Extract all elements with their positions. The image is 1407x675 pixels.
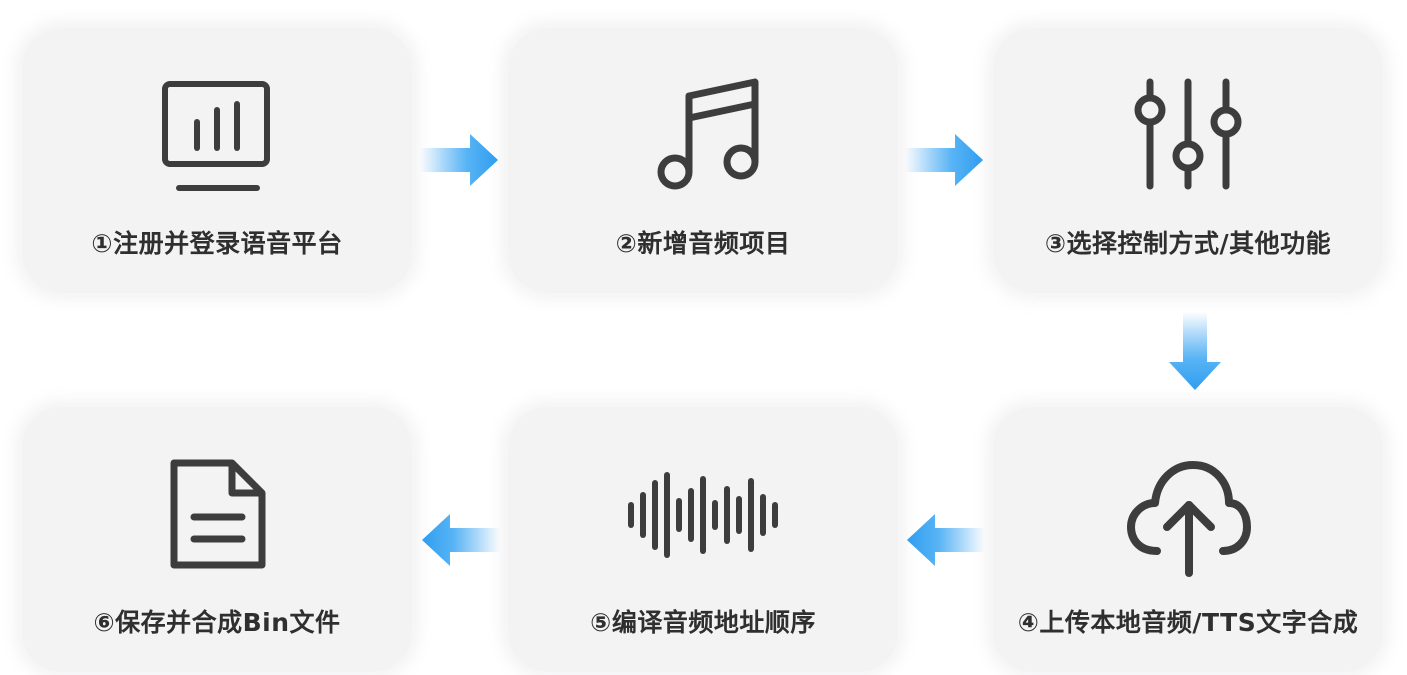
step-label: ⑥保存并合成Bin文件	[93, 608, 341, 637]
step-label: ④上传本地音频/TTS文字合成	[1017, 608, 1359, 637]
step-card-2: ②新增音频项目	[508, 28, 898, 293]
arrow-right-icon	[905, 134, 983, 186]
sliders-icon	[1134, 78, 1242, 190]
dashboard-monitor-icon	[162, 81, 270, 191]
step-label: ②新增音频项目	[615, 229, 791, 258]
step-label: ①注册并登录语音平台	[91, 229, 343, 258]
step-card-3: ③选择控制方式/其他功能	[993, 28, 1383, 293]
music-note-icon	[657, 78, 759, 190]
cloud-upload-icon	[1127, 461, 1251, 577]
step-card-5: ⑤编译音频地址顺序	[508, 407, 898, 672]
arrow-down-icon	[1169, 312, 1221, 390]
step-card-1: ①注册并登录语音平台	[22, 28, 412, 293]
step-label: ③选择控制方式/其他功能	[1044, 229, 1332, 258]
step-card-4: ④上传本地音频/TTS文字合成	[993, 407, 1383, 672]
arrow-left-icon	[422, 514, 500, 566]
arrow-right-icon	[420, 134, 498, 186]
step-label: ⑤编译音频地址顺序	[590, 608, 816, 637]
arrow-left-icon	[907, 514, 985, 566]
audio-waveform-icon	[628, 472, 778, 558]
document-icon	[170, 459, 266, 569]
step-card-6: ⑥保存并合成Bin文件	[22, 407, 412, 672]
